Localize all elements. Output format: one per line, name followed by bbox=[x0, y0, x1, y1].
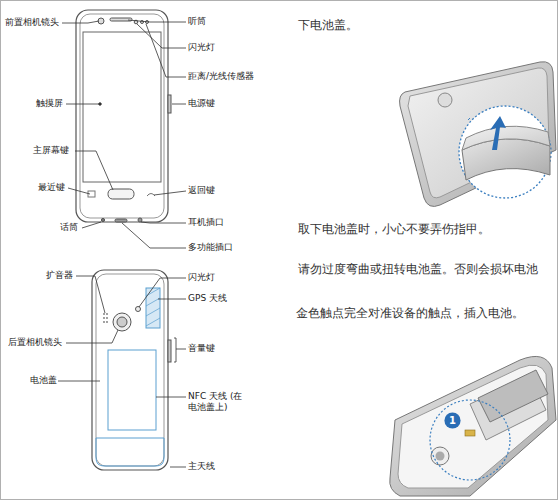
part-label: 触摸屏 bbox=[36, 98, 63, 109]
callout-number: 1 bbox=[444, 412, 461, 429]
part-label: 主天线 bbox=[188, 461, 215, 472]
part-label: 主屏幕键 bbox=[33, 145, 69, 156]
callout-number-text: 1 bbox=[444, 412, 461, 429]
part-label: 前置相机镜头 bbox=[5, 17, 59, 28]
part-label: 话筒 bbox=[60, 222, 78, 233]
leader-lines-back bbox=[58, 276, 186, 467]
back-phone bbox=[92, 270, 171, 470]
instruction-text: 下电池盖。 bbox=[298, 18, 358, 32]
part-label: 多功能插口 bbox=[188, 242, 233, 253]
part-label: 电源键 bbox=[188, 98, 215, 109]
part-label: 闪光灯 bbox=[188, 42, 215, 53]
part-label: 音量键 bbox=[188, 343, 215, 354]
instruction-text: 取下电池盖时，小心不要弄伤指甲。 bbox=[298, 222, 490, 236]
callout-circle-fill bbox=[444, 412, 460, 428]
part-label: 返回键 bbox=[188, 185, 215, 196]
part-label: 扩音器 bbox=[46, 270, 73, 281]
part-label: 耳机插口 bbox=[188, 217, 224, 228]
part-label: 听筒 bbox=[188, 16, 206, 27]
battery-insert-illustration bbox=[390, 356, 556, 496]
part-label: NFC 天线 (在电池盖上) bbox=[188, 391, 246, 413]
instruction-text: 金色触点完全对准设备的触点，插入电池。 bbox=[296, 306, 524, 320]
part-label: GPS 天线 bbox=[188, 293, 227, 304]
part-label: 闪光灯 bbox=[188, 272, 215, 283]
cover-removal-illustration bbox=[400, 62, 556, 207]
leader-lines-front bbox=[62, 20, 186, 248]
part-label: 电池盖 bbox=[30, 375, 57, 386]
part-label: 后置相机镜头 bbox=[8, 337, 62, 348]
part-label: 最近键 bbox=[38, 182, 65, 193]
part-label: 距离/光线传感器 bbox=[188, 71, 254, 82]
instruction-text: 请勿过度弯曲或扭转电池盖。否则会损坏电池 bbox=[298, 262, 538, 276]
front-phone bbox=[76, 10, 171, 222]
